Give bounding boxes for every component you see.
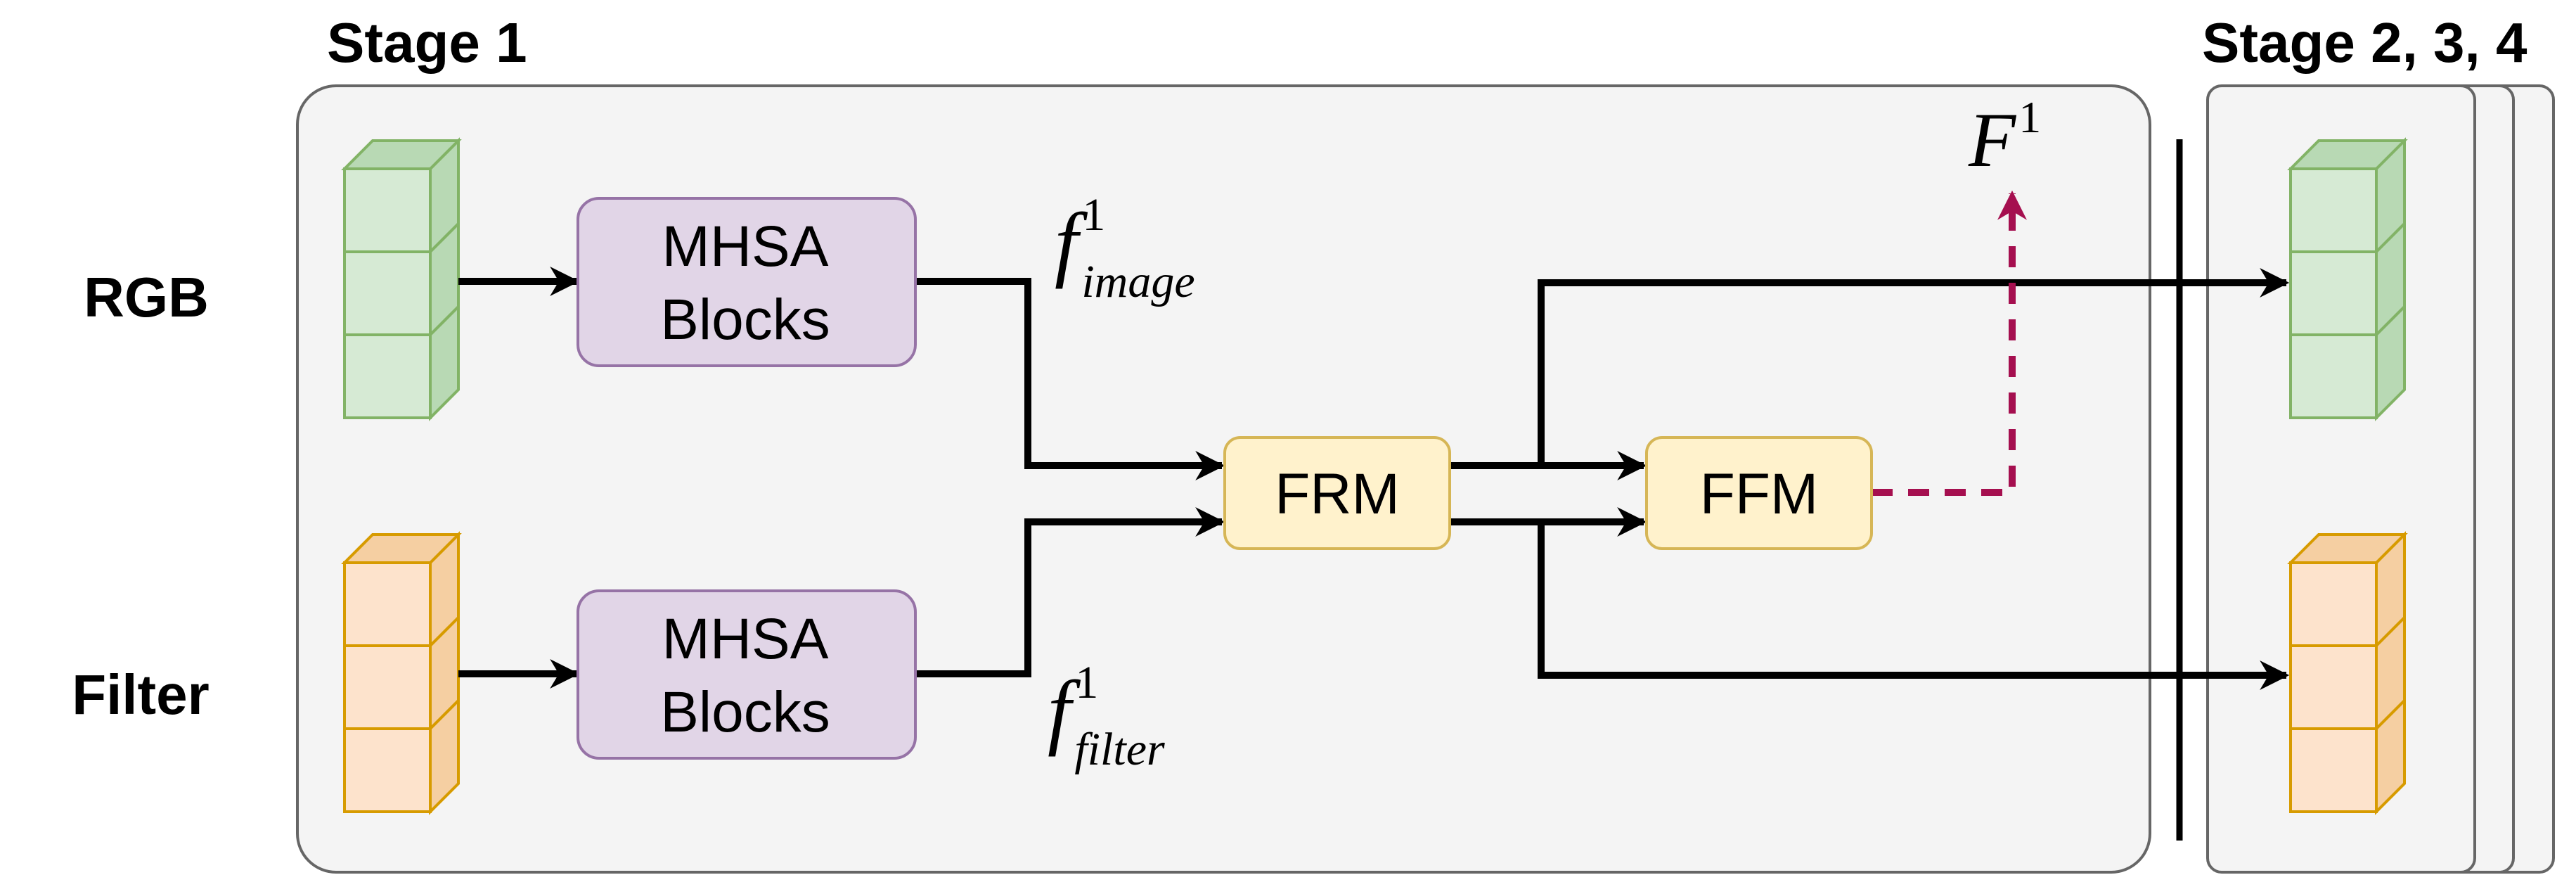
stage-1-title: Stage 1	[327, 11, 527, 74]
mhsa-top-to-frm-arrow	[915, 278, 1225, 480]
stage-2-3-4-title: Stage 2, 3, 4	[2202, 11, 2527, 74]
ffm-label: FFM	[1700, 462, 1818, 526]
mhsa-blocks-rgb: MHSA Blocks	[577, 197, 917, 367]
filter-input-token-stack-cube-front-1	[343, 561, 432, 647]
filter-input-token-stack-cube-front-3	[343, 727, 432, 813]
ffm-box	[1645, 436, 1873, 550]
rgb-input-token-stack-cube-front-2	[343, 250, 432, 336]
mhsa-blocks-filter-box	[577, 589, 917, 760]
f-image-sup: 1	[1082, 189, 1105, 241]
frm-box	[1223, 436, 1451, 550]
filter-input-token-stack-cube-front-2	[343, 644, 432, 730]
filter-row-label: Filter	[72, 663, 210, 726]
ffm-block: FFM	[1645, 436, 1873, 550]
rgb-output-token-stack-cube-front-2	[2289, 250, 2378, 336]
f-filter-sub: filter	[1074, 724, 1165, 775]
filter-output-token-stack-cube-top	[2287, 533, 2408, 564]
F-output-label: F1	[1968, 92, 2041, 183]
filter-input-token-stack	[341, 531, 462, 815]
rgb-output-token-stack	[2287, 137, 2408, 421]
rgb-row-label: RGB	[84, 266, 209, 328]
filter-output-token-stack-cube-front-1	[2289, 561, 2378, 647]
rgb-input-token-stack-cube-front-1	[343, 167, 432, 253]
F-output-sup: 1	[2018, 92, 2041, 142]
F-output-base: F	[1968, 97, 2017, 183]
f-filter-sup: 1	[1075, 657, 1098, 708]
mhsa-blocks-rgb-line2: Blocks	[660, 288, 830, 352]
mhsa-bottom-to-frm-arrow	[915, 507, 1225, 677]
rgb-to-next-stage-arrow	[1538, 268, 2290, 466]
rgb-output-token-stack-cube-front-3	[2289, 333, 2378, 419]
f-image-sub: image	[1081, 256, 1194, 307]
rgb-input-token-stack-cube-front-3	[343, 333, 432, 419]
mhsa-blocks-filter-line1: MHSA	[662, 607, 829, 671]
ffm-output-dashed-arrow	[1872, 190, 2027, 496]
mhsa-blocks-rgb-line1: MHSA	[662, 215, 829, 279]
filter-output-token-stack	[2287, 531, 2408, 815]
mhsa-blocks-filter: MHSA Blocks	[577, 589, 917, 760]
filter-output-token-stack-cube-front-3	[2289, 727, 2378, 813]
frm-block: FRM	[1223, 436, 1451, 550]
rgb-input-token-stack-cube-top	[341, 139, 462, 170]
rgb-output-token-stack-cube-top	[2287, 139, 2408, 170]
rgb-input-token-stack	[341, 137, 462, 421]
filter-to-next-stage-arrow	[1538, 522, 2290, 690]
filter-output-token-stack-cube-front-2	[2289, 644, 2378, 730]
mhsa-blocks-rgb-box	[577, 197, 917, 367]
filter-input-token-stack-cube-top	[341, 533, 462, 564]
frm-label: FRM	[1275, 462, 1400, 526]
mhsa-blocks-filter-line2: Blocks	[660, 680, 830, 744]
rgb-output-token-stack-cube-front-1	[2289, 167, 2378, 253]
